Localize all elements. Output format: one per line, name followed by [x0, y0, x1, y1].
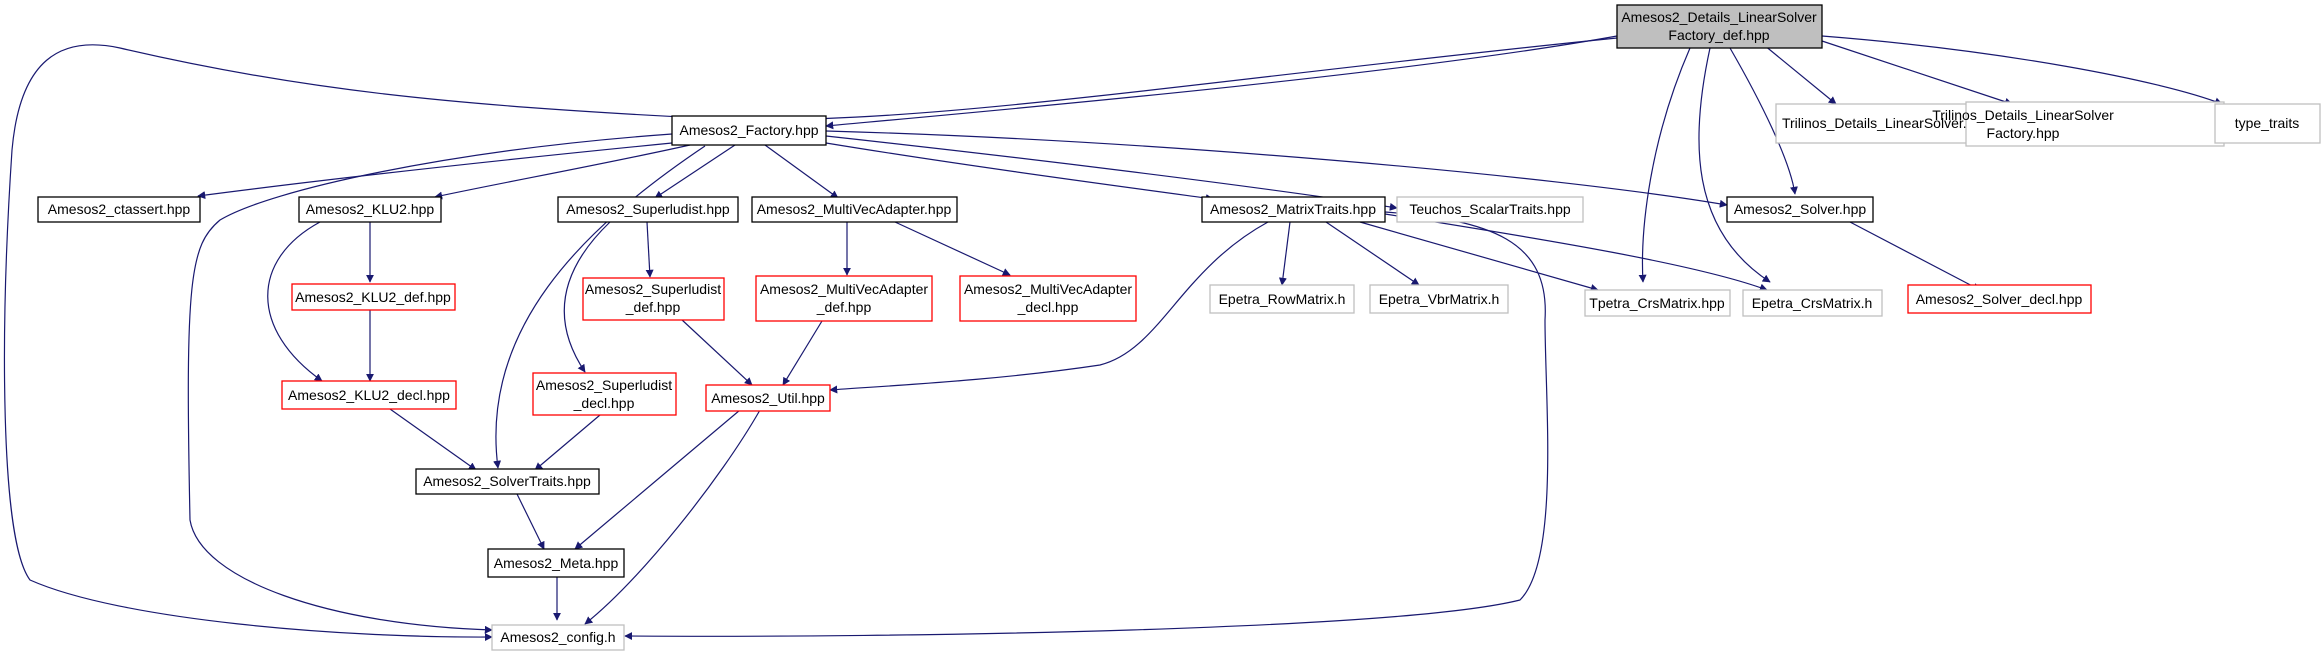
edge-root-to-tpetra-crs [1638, 47, 1691, 283]
node-util[interactable]: Amesos2_Util.hpp [705, 384, 831, 412]
node-label-line: Amesos2_MultiVecAdapter [964, 281, 1132, 297]
edge-solver-to-solver-decl [1849, 221, 1981, 291]
node-trilinos-ls[interactable]: Trilinos_Details_LinearSolver.hpp [1775, 103, 1998, 144]
node-label-line: Tpetra_CrsMatrix.hpp [1589, 295, 1725, 311]
node-label-line: Amesos2_Solver.hpp [1734, 201, 1867, 217]
edge-superludist-def-to-util [680, 318, 753, 386]
node-trilinos-lsf[interactable]: Trilinos_Details_LinearSolver Factory.hp… [1932, 101, 2225, 147]
edge-root-to-solver [1729, 47, 1798, 195]
edge-root-to-epetra-crs [1698, 47, 1771, 283]
edge-factory-to-superludist [654, 144, 736, 199]
node-solver[interactable]: Amesos2_Solver.hpp [1726, 196, 1874, 223]
node-label-line: _def.hpp [625, 299, 681, 315]
edge-root-to-trilinos-lsf [1821, 40, 2013, 106]
node-label-line: Amesos2_Solver_decl.hpp [1916, 291, 2083, 307]
edge-superludist-decl-to-solvertraits [534, 414, 601, 471]
node-label-line: Factory_def.hpp [1668, 27, 1769, 43]
node-multivec[interactable]: Amesos2_MultiVecAdapter.hpp [751, 196, 958, 223]
node-label-line: Trilinos_Details_LinearSolver.hpp [1782, 115, 1990, 131]
edge-matrixtraits-to-util [829, 221, 1269, 394]
node-multivec-decl[interactable]: Amesos2_MultiVecAdapter _decl.hpp [959, 275, 1137, 322]
edge-util-to-config [584, 409, 761, 625]
node-label-line: type_traits [2235, 115, 2300, 131]
node-label-line: Amesos2_Meta.hpp [494, 555, 619, 571]
edge-util-to-meta [574, 409, 741, 550]
node-label-line: Epetra_RowMatrix.h [1219, 291, 1346, 307]
node-label-line: Epetra_VbrMatrix.h [1379, 291, 1500, 307]
node-epetra-crs[interactable]: Epetra_CrsMatrix.h [1742, 289, 1883, 317]
node-matrixtraits[interactable]: Amesos2_MatrixTraits.hpp [1201, 196, 1386, 223]
edge-superludist-to-decl [563, 221, 611, 373]
node-type-traits[interactable]: type_traits [2214, 103, 2321, 144]
node-teuchos[interactable]: Teuchos_ScalarTraits.hpp [1396, 196, 1584, 223]
node-superludist-def[interactable]: Amesos2_Superludist _def.hpp [582, 277, 725, 321]
edge-root-to-trilinos-ls [1763, 44, 1837, 105]
node-root[interactable]: Amesos2_Details_LinearSolver Factory_def… [1616, 4, 1823, 49]
node-label-line: Amesos2_Superludist.hpp [566, 201, 730, 217]
node-klu2-decl[interactable]: Amesos2_KLU2_decl.hpp [281, 380, 457, 410]
node-solver-decl[interactable]: Amesos2_Solver_decl.hpp [1907, 284, 2092, 314]
node-label-line: Amesos2_KLU2_decl.hpp [288, 387, 450, 403]
node-label-line: _def.hpp [816, 299, 872, 315]
edge-factory-to-klu2 [434, 144, 691, 200]
edge-root-to-type-traits [1821, 35, 2223, 106]
edge-factory-to-solver [825, 130, 1728, 208]
edge-matrixtraits-to-config [624, 211, 1549, 641]
node-label-line: Amesos2_Details_LinearSolver [1621, 9, 1817, 25]
node-solvertraits[interactable]: Amesos2_SolverTraits.hpp [415, 468, 600, 495]
node-meta[interactable]: Amesos2_Meta.hpp [487, 548, 625, 578]
edge-factory-to-multivec [764, 144, 839, 199]
edge-multivec-to-decl [894, 221, 1011, 276]
edge-klu2-decl-to-solvertraits [389, 408, 477, 471]
node-label-line: Factory.hpp [1987, 125, 2060, 141]
node-ctassert[interactable]: Amesos2_ctassert.hpp [37, 196, 201, 223]
node-label-line: Amesos2_SolverTraits.hpp [423, 473, 591, 489]
node-label-line: Amesos2_ctassert.hpp [48, 201, 191, 217]
node-label-line: Amesos2_MultiVecAdapter.hpp [757, 201, 952, 217]
node-superludist[interactable]: Amesos2_Superludist.hpp [557, 196, 739, 223]
node-label-line: Amesos2_Superludist [585, 281, 721, 297]
node-label-line: Amesos2_Superludist [536, 377, 672, 393]
node-multivec-def[interactable]: Amesos2_MultiVecAdapter _def.hpp [755, 275, 933, 322]
node-klu2-def[interactable]: Amesos2_KLU2_def.hpp [291, 283, 456, 311]
node-factory[interactable]: Amesos2_Factory.hpp [671, 115, 827, 146]
node-klu2[interactable]: Amesos2_KLU2.hpp [298, 196, 442, 223]
node-label-line: _decl.hpp [1017, 299, 1079, 315]
node-label-line: Amesos2_Factory.hpp [679, 122, 818, 138]
node-epetra-vbr[interactable]: Epetra_VbrMatrix.h [1369, 284, 1509, 314]
edge-factory-to-solvertraits [493, 145, 706, 469]
node-label-line: Amesos2_config.h [500, 629, 615, 645]
node-label-line: _decl.hpp [573, 395, 635, 411]
node-superludist-decl[interactable]: Amesos2_Superludist _decl.hpp [532, 372, 677, 416]
edge-superludist-to-def [645, 221, 654, 278]
edge-matrixtraits-to-epetra-row [1278, 221, 1291, 286]
node-config[interactable]: Amesos2_config.h [491, 624, 625, 651]
node-epetra-row[interactable]: Epetra_RowMatrix.h [1209, 284, 1355, 314]
node-layer: Amesos2_Details_LinearSolver Factory_def… [37, 4, 2321, 651]
edge-factory-to-ctassert [197, 142, 673, 200]
edge-solvertraits-to-meta [516, 493, 545, 550]
edge-root-to-factory [825, 35, 1618, 130]
node-label-line: Amesos2_Util.hpp [711, 390, 825, 406]
edge-matrixtraits-to-tpetra-crs [1359, 221, 1599, 292]
node-label-line: Teuchos_ScalarTraits.hpp [1409, 201, 1571, 217]
node-label-line: Amesos2_KLU2_def.hpp [295, 289, 451, 305]
edge-matrixtraits-to-epetra-crs [1384, 213, 1768, 292]
node-label-line: Amesos2_MatrixTraits.hpp [1210, 201, 1376, 217]
edge-factory-to-config [187, 133, 673, 634]
edge-root-to-config [3, 37, 1618, 642]
edge-multivec-def-to-util [782, 320, 823, 386]
node-label-line: Trilinos_Details_LinearSolver [1932, 107, 2114, 123]
edge-klu2-to-klu2-decl [267, 221, 323, 382]
node-label-line: Amesos2_MultiVecAdapter [760, 281, 928, 297]
edge-factory-to-matrixtraits [825, 142, 1214, 202]
node-tpetra-crs[interactable]: Tpetra_CrsMatrix.hpp [1584, 289, 1731, 317]
node-label-line: Epetra_CrsMatrix.h [1752, 295, 1873, 311]
node-label-line: Amesos2_KLU2.hpp [306, 201, 435, 217]
edge-matrixtraits-to-epetra-vbr [1325, 221, 1420, 286]
